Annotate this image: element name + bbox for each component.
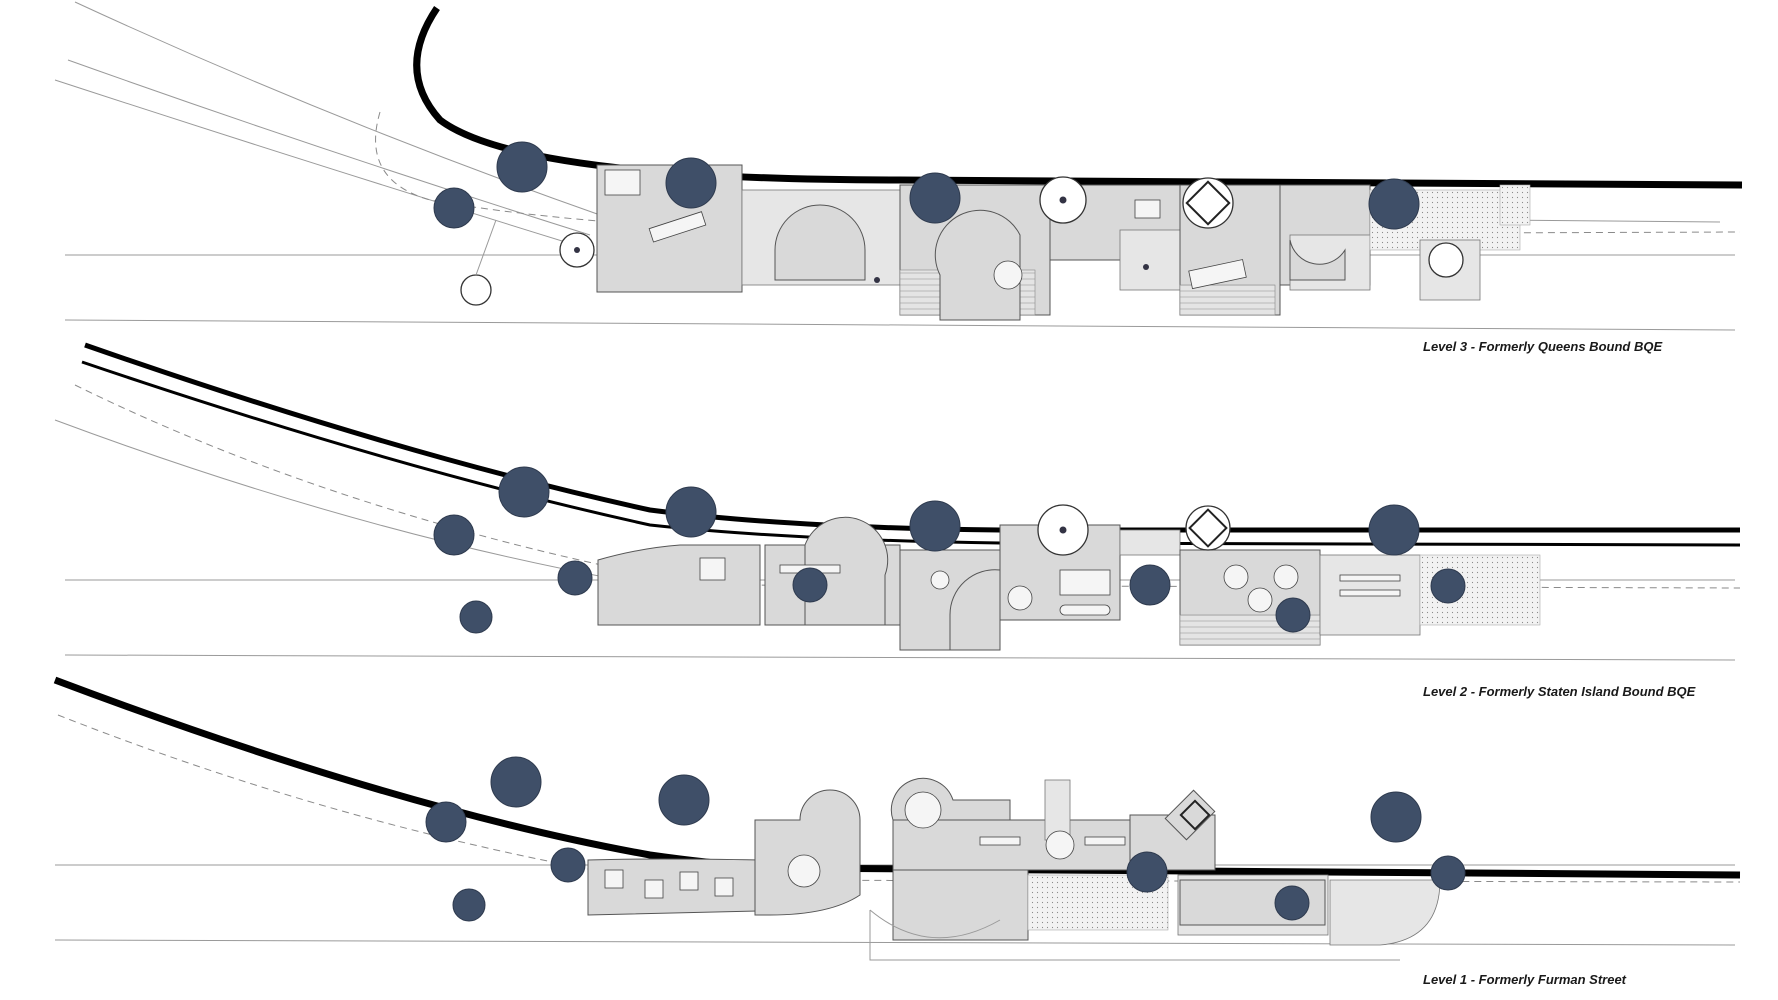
- level-1-trees: [425, 756, 1466, 922]
- level-1-plan: Level 1 - Formerly Furman Street: [53, 676, 1741, 987]
- level-2-plan: Level 2 - Formerly Staten Island Bound B…: [54, 342, 1741, 699]
- level-3-trees: [433, 141, 1420, 230]
- level-3-label: Level 3 - Formerly Queens Bound BQE: [1423, 339, 1662, 354]
- level-1-label: Level 1 - Formerly Furman Street: [1423, 972, 1627, 987]
- level-2-trees: [433, 466, 1466, 634]
- level-3-plan: Level 3 - Formerly Queens Bound BQE: [54, 1, 1743, 354]
- level-2-label: Level 2 - Formerly Staten Island Bound B…: [1423, 684, 1696, 699]
